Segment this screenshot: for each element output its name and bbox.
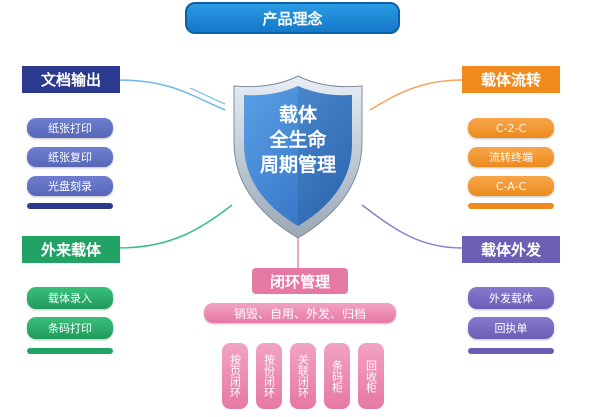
circulation-item-terminal-label: 流转终端 [489,151,533,164]
distribution-item-receipt-label: 回执单 [494,322,528,335]
closed-loop-column-page[interactable]: 按页闭环 [222,343,248,409]
closed-loop-column-recycle-cabinet[interactable]: 回收柜 [358,343,384,409]
closed-loop-subtitle: 销毁、自用、外发、归档 [204,303,396,323]
circulation-bottom-bar [468,203,554,209]
shield-line-2: 全生命 [269,129,327,151]
closed-loop-column-recycle-cabinet-label: 回收柜 [364,359,378,393]
doc-output-bottom-bar [27,203,113,209]
doc-output-item-burn[interactable]: 光盘刻录 [27,176,113,196]
circulation-item-cac-label: C-A-C [495,179,527,193]
doc-output-item-copy[interactable]: 纸张复印 [27,147,113,167]
section-distribution-label: 载体外发 [480,241,541,259]
external-item-entry-label: 载体录入 [48,292,92,305]
closed-loop-column-copy-label: 按份闭环 [262,354,276,398]
section-circulation-label: 载体流转 [480,71,541,89]
distribution-bottom-bar [468,348,554,354]
doc-output-item-copy-label: 纸张复印 [48,151,92,164]
circulation-item-terminal[interactable]: 流转终端 [468,147,554,167]
section-external-title: 外来载体 [22,236,120,263]
doc-output-item-print-label: 纸张打印 [48,122,92,135]
shield-line-1: 载体 [278,104,317,126]
closed-loop-column-related[interactable]: 关联闭环 [290,343,316,409]
shield-line-3: 周期管理 [259,154,336,176]
external-item-entry[interactable]: 载体录入 [27,287,113,309]
doc-output-item-print[interactable]: 纸张打印 [27,118,113,138]
shield-text: 载体 全生命 周期管理 [238,103,358,178]
closed-loop-column-barcode-cabinet-label: 条码柜 [330,359,344,393]
distribution-item-receipt[interactable]: 回执单 [468,317,554,339]
closed-loop-subtitle-label: 销毁、自用、外发、归档 [233,306,366,321]
closed-loop-column-page-label: 按页闭环 [228,354,242,398]
closed-loop-column-copy[interactable]: 按份闭环 [256,343,282,409]
closed-loop-column-related-label: 关联闭环 [296,354,310,398]
section-doc-output-title: 文档输出 [22,66,120,93]
distribution-item-send[interactable]: 外发载体 [468,287,554,309]
section-distribution-title: 载体外发 [462,236,560,263]
section-circulation-title: 载体流转 [462,66,560,93]
circulation-item-c2c-label: C-2-C [495,121,527,135]
section-closed-loop-label: 闭环管理 [269,272,330,291]
external-bottom-bar [27,348,113,354]
external-item-barcode-label: 条码打印 [48,322,92,335]
circulation-item-cac[interactable]: C-A-C [468,176,554,196]
shield-icon [233,75,363,239]
distribution-item-send-label: 外发载体 [489,292,533,305]
closed-loop-column-barcode-cabinet[interactable]: 条码柜 [324,343,350,409]
section-closed-loop-title: 闭环管理 [252,268,348,294]
page-title: 产品理念 [185,2,400,34]
section-external-label: 外来载体 [40,241,101,259]
section-doc-output-label: 文档输出 [40,71,101,89]
doc-output-item-burn-label: 光盘刻录 [48,180,92,193]
circulation-item-c2c[interactable]: C-2-C [468,118,554,138]
external-item-barcode[interactable]: 条码打印 [27,317,113,339]
